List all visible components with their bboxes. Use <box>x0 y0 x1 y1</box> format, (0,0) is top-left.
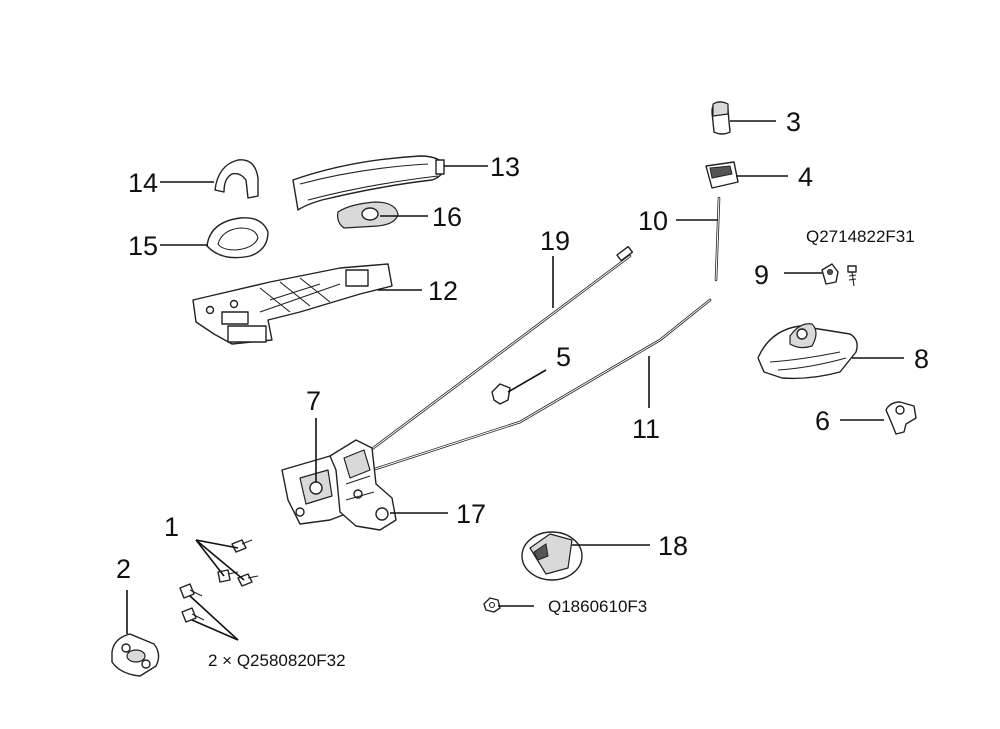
part-4-bezel <box>705 161 739 189</box>
callout-8: 8 <box>914 344 929 374</box>
part-15-gasket <box>206 217 269 259</box>
callout-11: 11 <box>632 414 660 444</box>
part-2-striker <box>111 633 160 677</box>
callout-6: 6 <box>815 406 830 436</box>
callout-9: 9 <box>754 260 769 290</box>
part-8-inside-handle <box>757 323 858 380</box>
screw-a <box>231 539 253 553</box>
callout-5: 5 <box>556 342 571 372</box>
leader-lines <box>126 120 904 641</box>
part-6-bracket <box>885 401 917 435</box>
part-17-actuator <box>329 439 397 531</box>
part-16-cylinder-cover <box>337 201 399 229</box>
part-19-cable <box>366 245 634 454</box>
nut-q1860610f3 <box>483 597 501 613</box>
callout-3: 3 <box>786 107 801 137</box>
callout-18: 18 <box>658 531 688 561</box>
part-12-handle-frame <box>192 263 393 345</box>
part-5-clip <box>491 383 511 405</box>
callout-7: 7 <box>306 386 321 416</box>
callout-17: 17 <box>456 499 486 529</box>
part-11-rod <box>370 298 712 472</box>
part-13-outside-handle <box>292 155 445 211</box>
callout-1: 1 <box>164 512 179 542</box>
callout-10: 10 <box>638 206 668 236</box>
part-9-clip <box>821 263 839 285</box>
bolt-q2714822f31 <box>847 265 857 287</box>
code-bolt-top: Q2714822F31 <box>806 227 915 246</box>
part-18-escutcheon <box>521 531 583 581</box>
bolt-pair-q2580820f32 <box>179 583 205 623</box>
callout-2: 2 <box>116 554 131 584</box>
part-14-handle-cap <box>214 159 259 199</box>
screw-c <box>237 573 259 587</box>
callout-14: 14 <box>128 168 158 198</box>
callout-13: 13 <box>490 152 520 182</box>
callout-19: 19 <box>540 226 570 256</box>
callout-15: 15 <box>128 231 158 261</box>
part-3-knob <box>711 101 731 135</box>
callout-4: 4 <box>798 162 813 192</box>
code-nut-bottom: Q1860610F3 <box>548 597 647 616</box>
part-10-lock-rod <box>714 196 721 282</box>
callout-16: 16 <box>432 202 462 232</box>
callout-12: 12 <box>428 276 458 306</box>
code-bolt-pair: 2 × Q2580820F32 <box>208 651 346 670</box>
